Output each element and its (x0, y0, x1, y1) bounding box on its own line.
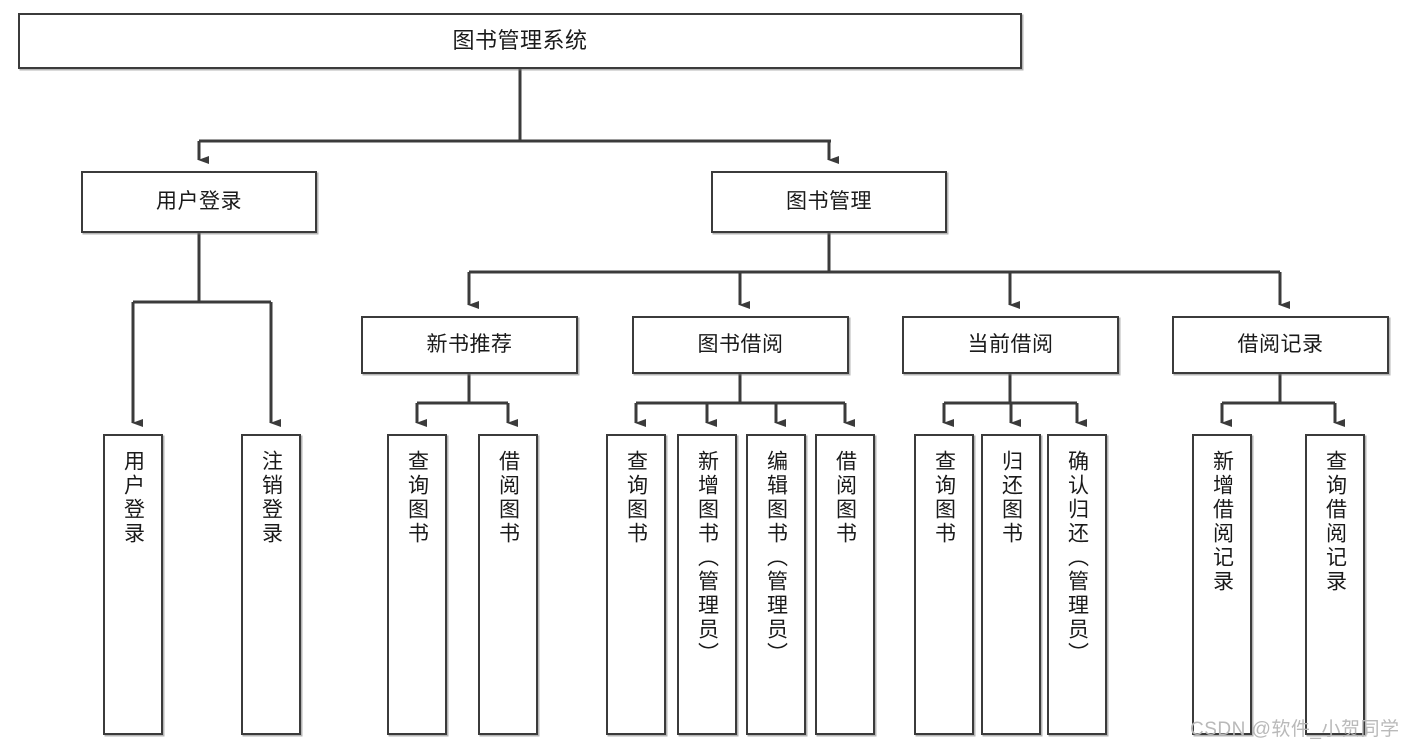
node-label: 编辑图书（管理员） (764, 450, 788, 666)
node-root-system[interactable]: 图书管理系统 (18, 13, 1022, 69)
node-leaf-edit-book[interactable]: 编辑图书（管理员） (746, 434, 806, 735)
node-leaf-add-record[interactable]: 新增借阅记录 (1192, 434, 1252, 735)
node-new-book-rec[interactable]: 新书推荐 (361, 316, 578, 374)
node-label: 注销登录 (259, 450, 283, 546)
node-label: 用户登录 (121, 450, 145, 546)
node-label: 查询图书 (624, 450, 648, 546)
node-leaf-borrow-book-rec[interactable]: 借阅图书 (478, 434, 538, 735)
node-book-borrow[interactable]: 图书借阅 (632, 316, 849, 374)
node-leaf-query-book-rec[interactable]: 查询图书 (387, 434, 447, 735)
node-leaf-return-book[interactable]: 归还图书 (981, 434, 1041, 735)
node-label: 用户登录 (156, 190, 242, 214)
node-leaf-query-book-cur[interactable]: 查询图书 (914, 434, 974, 735)
node-label: 借阅记录 (1237, 333, 1324, 357)
node-label: 借阅图书 (833, 450, 857, 546)
node-label: 确认归还（管理员） (1065, 450, 1089, 666)
node-label: 归还图书 (999, 450, 1023, 546)
node-label: 借阅图书 (496, 450, 520, 546)
node-label: 查询图书 (405, 450, 429, 546)
node-label: 新增图书（管理员） (695, 450, 719, 666)
node-leaf-query-book-brw[interactable]: 查询图书 (606, 434, 666, 735)
node-leaf-user-logout[interactable]: 注销登录 (241, 434, 301, 735)
node-label: 图书管理系统 (452, 27, 588, 53)
node-borrow-record[interactable]: 借阅记录 (1172, 316, 1389, 374)
node-label: 查询图书 (932, 450, 956, 546)
node-leaf-query-record[interactable]: 查询借阅记录 (1305, 434, 1365, 735)
node-leaf-user-login[interactable]: 用户登录 (103, 434, 163, 735)
csdn-watermark: CSDN @软件_小贺同学 (1190, 719, 1400, 740)
node-label: 查询借阅记录 (1323, 450, 1347, 594)
node-current-borrow[interactable]: 当前借阅 (902, 316, 1119, 374)
node-leaf-confirm-return[interactable]: 确认归还（管理员） (1047, 434, 1107, 735)
node-label: 新书推荐 (426, 333, 513, 357)
node-label: 当前借阅 (967, 333, 1054, 357)
node-label: 图书管理 (786, 190, 872, 214)
node-book-manage[interactable]: 图书管理 (711, 171, 947, 233)
node-user-login[interactable]: 用户登录 (81, 171, 317, 233)
node-label: 图书借阅 (697, 333, 784, 357)
node-leaf-add-book[interactable]: 新增图书（管理员） (677, 434, 737, 735)
node-leaf-borrow-book-brw[interactable]: 借阅图书 (815, 434, 875, 735)
node-label: 新增借阅记录 (1210, 450, 1234, 594)
